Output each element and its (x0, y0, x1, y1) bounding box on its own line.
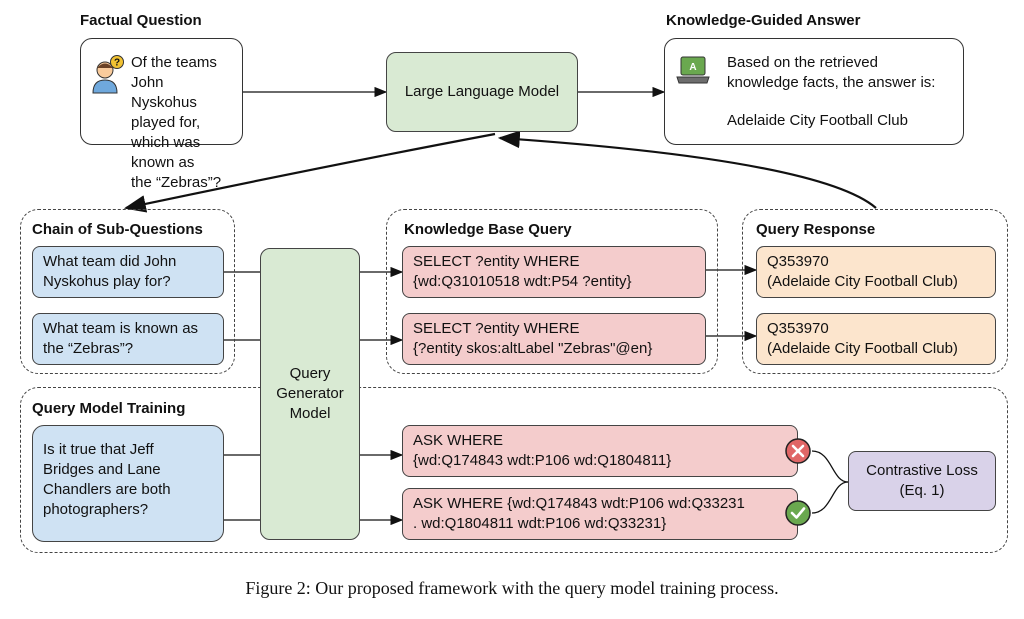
kb-query-1-text: SELECT ?entity WHERE {wd:Q31010518 wdt:P… (413, 253, 632, 290)
contrastive-loss-box: Contrastive Loss (Eq. 1) (848, 451, 996, 511)
wrong-query: ASK WHERE {wd:Q174843 wdt:P106 wd:Q18048… (402, 425, 798, 477)
arrow-response-to-llm (497, 130, 877, 209)
sub-question-2: What team is known as the “Zebras”? (32, 313, 224, 365)
factual-question-heading: Factual Question (80, 12, 202, 29)
factual-question-box: ? Of the teams John Nyskohus played for,… (80, 38, 243, 191)
figure-caption: Figure 2: Our proposed framework with th… (245, 578, 779, 598)
answer-heading: Knowledge-Guided Answer (666, 12, 861, 29)
query-response-2-text: Q353970 (Adelaide City Football Club) (767, 320, 958, 357)
contrastive-loss-label: Contrastive Loss (Eq. 1) (866, 462, 978, 499)
llm-box: Large Language Model (386, 52, 578, 132)
llm-label: Large Language Model (404, 83, 560, 100)
answer-value: Adelaide City Football Club (727, 112, 908, 129)
query-generator-box: Query Generator Model (260, 248, 360, 540)
line-check-to-loss (811, 481, 849, 514)
kb-query-group (386, 209, 718, 374)
query-response-1-text: Q353970 (Adelaide City Football Club) (767, 253, 958, 290)
kb-query-1: SELECT ?entity WHERE {wd:Q31010518 wdt:P… (402, 246, 706, 298)
answer-box: A Based on the retrieved knowledge facts… (664, 38, 964, 145)
line-cross-to-loss (811, 450, 849, 483)
factual-question-text: Of the teams John Nyskohus played for, w… (131, 54, 222, 191)
sub-question-1-text: What team did John Nyskohus play for? (43, 253, 177, 290)
query-response-2: Q353970 (Adelaide City Football Club) (756, 313, 996, 365)
svg-text:?: ? (114, 58, 120, 69)
right-query-text: ASK WHERE {wd:Q174843 wdt:P106 wd:Q33231… (413, 495, 745, 532)
query-response-1: Q353970 (Adelaide City Football Club) (756, 246, 996, 298)
wrong-query-text: ASK WHERE {wd:Q174843 wdt:P106 wd:Q18048… (413, 432, 672, 469)
training-group (20, 387, 1008, 553)
sub-question-1: What team did John Nyskohus play for? (32, 246, 224, 298)
svg-text:A: A (689, 62, 696, 73)
answer-text: Based on the retrieved knowledge facts, … (727, 54, 936, 91)
kb-query-2: SELECT ?entity WHERE {?entity skos:altLa… (402, 313, 706, 365)
query-generator-label: Query Generator Model (276, 365, 344, 422)
person-question-icon: ? (92, 55, 124, 94)
training-question-text: Is it true that Jeff Bridges and Lane Ch… (43, 441, 171, 518)
kb-query-heading: Knowledge Base Query (404, 221, 572, 238)
check-icon (785, 500, 811, 526)
arrow-llm-to-subquestions (123, 132, 496, 213)
query-response-group (742, 209, 1008, 374)
training-question: Is it true that Jeff Bridges and Lane Ch… (32, 425, 224, 542)
laptop-answer-icon: A (676, 56, 710, 84)
sub-questions-group (20, 209, 235, 374)
training-heading: Query Model Training (32, 400, 186, 417)
right-query: ASK WHERE {wd:Q174843 wdt:P106 wd:Q33231… (402, 488, 798, 540)
query-response-heading: Query Response (756, 221, 876, 238)
kb-query-2-text: SELECT ?entity WHERE {?entity skos:altLa… (413, 320, 653, 357)
sub-questions-heading: Chain of Sub-Questions (32, 221, 203, 238)
cross-icon (785, 438, 811, 464)
sub-question-2-text: What team is known as the “Zebras”? (43, 320, 199, 357)
